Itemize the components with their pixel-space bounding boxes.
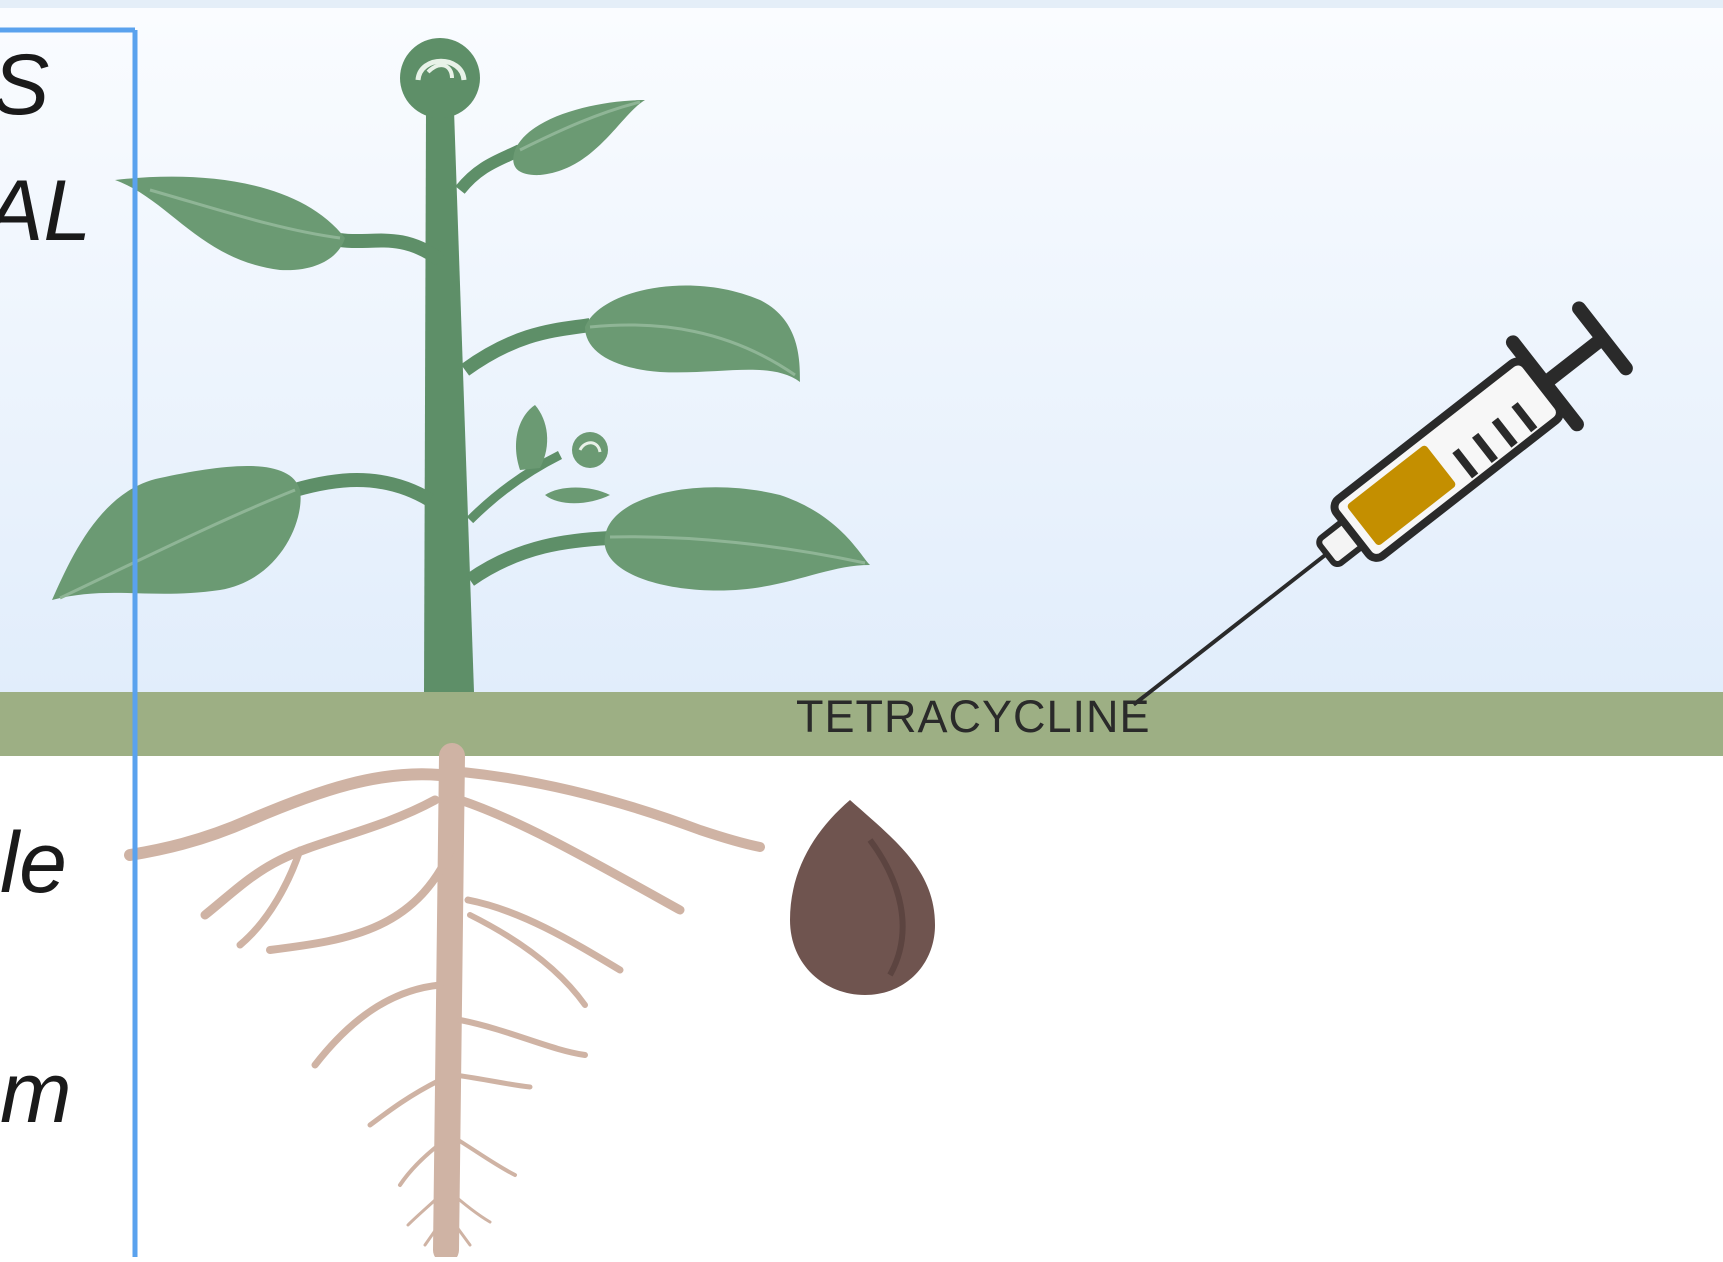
left-fragment-3: le [0, 820, 67, 906]
top-edge [0, 0, 1723, 8]
tetracycline-label: TETRACYCLINE [796, 694, 1151, 739]
roots-icon [130, 756, 760, 1250]
sky-background [0, 8, 1723, 693]
left-fragment-2: AL [0, 168, 91, 254]
left-fragment-4: m [0, 1050, 72, 1136]
seed-icon [790, 800, 935, 995]
left-fragment-1: S [0, 42, 49, 128]
